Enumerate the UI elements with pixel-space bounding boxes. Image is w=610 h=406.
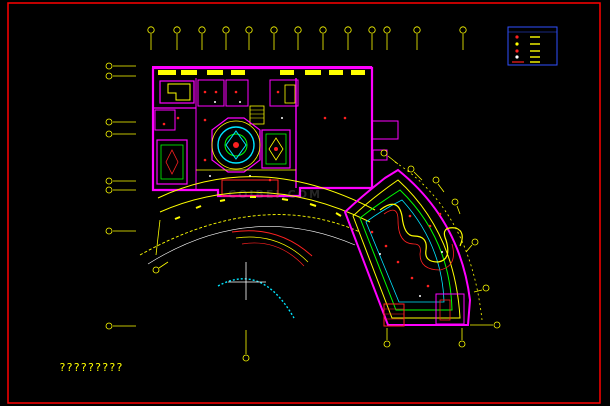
drawing-caption: ????????? bbox=[59, 361, 124, 374]
legend-box bbox=[507, 26, 558, 66]
drawing-frame bbox=[7, 2, 601, 404]
curved-corridor bbox=[139, 176, 376, 319]
left-grid-markers bbox=[105, 62, 136, 330]
rectangular-block bbox=[151, 66, 399, 198]
fan-wing bbox=[343, 161, 483, 327]
top-grid-markers bbox=[147, 26, 467, 50]
radial-grid-markers bbox=[152, 149, 501, 362]
watermark-text: COIBEI.COM bbox=[228, 188, 323, 201]
